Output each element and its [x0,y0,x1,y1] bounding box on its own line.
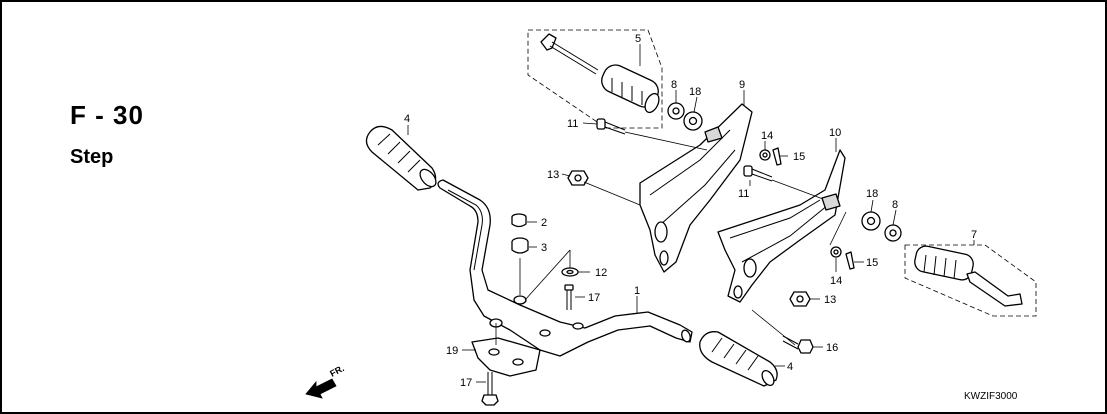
part-18-washer-upper [683,111,703,131]
callout-11-upper: 11 [567,118,578,130]
section-code: F - 30 [70,100,144,130]
callout-15-upper: 15 [793,151,805,163]
callout-15-lower: 15 [866,257,878,269]
callout-9: 9 [739,79,745,91]
part-5-group-outline [527,29,663,129]
part-16-bolt [782,335,814,354]
leader-lines [407,44,975,383]
part-5-step-bar [540,33,660,114]
callout-12: 12 [595,267,607,279]
callout-13-lower: 13 [824,294,836,306]
callout-8-upper: 8 [671,79,677,91]
part-10-step-bracket-right [717,149,846,303]
callout-1: 1 [634,285,640,297]
callout-19: 19 [446,345,458,357]
callout-11-lower: 11 [738,188,749,200]
front-direction-arrow-icon [305,378,337,399]
part-19-plate [471,337,541,377]
callout-4-upper: 4 [404,113,410,125]
part-17-bolt-lower [481,372,499,406]
callout-14-lower: 14 [830,275,842,287]
part-15-pin-lower [845,251,855,270]
section-title: Step [70,146,114,168]
part-11-bolt-upper [596,118,626,135]
part-12-washer [561,267,579,277]
callout-5: 5 [635,33,641,45]
callout-16: 16 [826,342,838,354]
callout-14-upper: 14 [761,130,773,142]
part-14-washer-upper [759,149,771,161]
part-18-washer-lower [861,211,881,231]
callout-17-upper: 17 [588,292,600,304]
part-13-nut-lower [789,291,811,307]
part-2-rubber-cap [511,213,527,228]
part-4-footpeg-lower [699,331,778,387]
part-14-washer-lower [830,246,842,258]
part-13-nut-upper [567,170,589,186]
part-11-bolt-lower [743,165,773,182]
part-8-washer-upper [667,102,685,120]
callout-18-upper: 18 [689,86,701,98]
callout-18-lower: 18 [866,188,878,200]
part-7-step-rubber [914,245,1023,307]
callout-4-lower: 4 [787,361,793,373]
front-direction-label: FR. [328,363,345,379]
callout-2: 2 [541,217,547,229]
part-8-washer-lower [884,224,902,242]
callout-17-lower: 17 [460,377,472,389]
callout-numbers: 5 8 18 9 11 14 15 13 10 11 18 8 7 14 15 … [404,33,977,389]
part-4-footpeg-upper [365,125,437,191]
part-17-bolt-upper [564,284,574,310]
callout-10: 10 [829,127,841,139]
callout-7: 7 [971,229,977,241]
callout-13-upper: 13 [547,169,559,181]
part-15-pin-upper [772,147,782,166]
part-7-group-outline [904,244,1037,317]
part-1-step-bar [437,179,693,357]
callout-8-lower: 8 [892,199,898,211]
diagram-code: KWZIF3000 [964,391,1018,402]
part-3-rubber-bush [511,237,529,254]
part-9-step-bracket-left [639,103,753,273]
callout-3: 3 [541,242,547,254]
